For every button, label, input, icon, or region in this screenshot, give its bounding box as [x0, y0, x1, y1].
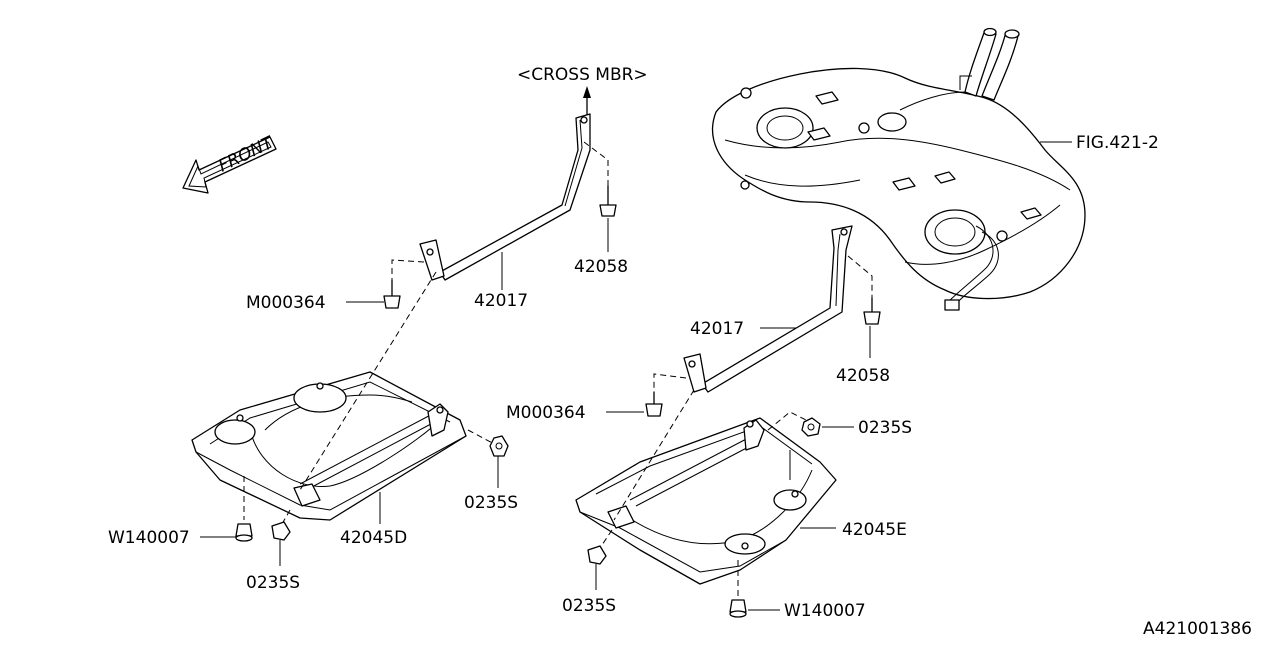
cross-mbr-arrow-icon [583, 86, 591, 116]
right-bottom-clip-label: 0235S [562, 596, 616, 616]
right-top-clip-0235s-icon [801, 417, 821, 437]
cross-mbr-label: <CROSS MBR> [517, 65, 648, 85]
right-top-clip-label: 0235S [858, 418, 912, 438]
right-screw-label: M000364 [506, 403, 586, 423]
left-bracket-label: 42017 [474, 291, 528, 311]
left-bracket-42017-illustration [419, 113, 591, 281]
right-washer-w140007-icon [729, 599, 747, 618]
document-id: A421001386 [1143, 619, 1252, 639]
left-cover-42045d-illustration [191, 371, 467, 521]
left-side-clip-label: 0235S [464, 493, 518, 513]
front-arrow-icon [182, 136, 277, 194]
left-screw-m000364-icon [383, 279, 401, 309]
left-bolt-label: 42058 [574, 257, 628, 277]
right-bracket-label: 42017 [690, 319, 744, 339]
right-screw-m000364-icon [645, 391, 663, 417]
right-bottom-clip-0235s-icon [587, 545, 607, 565]
right-cover-label: 42045E [842, 520, 907, 540]
left-bottom-clip-label: 0235S [246, 573, 300, 593]
left-washer-w140007-icon [235, 523, 253, 542]
fuel-tank-illustration [711, 27, 1086, 311]
right-cover-42045e-illustration [575, 417, 837, 585]
right-washer-label: W140007 [784, 601, 866, 621]
left-bolt-42058-icon [599, 185, 617, 217]
left-screw-label: M000364 [246, 293, 326, 313]
fig-ref-label: FIG.421-2 [1076, 133, 1159, 153]
left-side-clip-0235s-icon [489, 435, 509, 457]
right-bolt-42058-icon [863, 297, 881, 325]
right-bolt-label: 42058 [836, 366, 890, 386]
left-washer-label: W140007 [108, 528, 190, 548]
left-cover-label: 42045D [340, 528, 407, 548]
right-bracket-42017-illustration [683, 225, 853, 393]
front-label: FRONT [215, 132, 277, 176]
left-bottom-clip-0235s-icon [271, 521, 291, 541]
